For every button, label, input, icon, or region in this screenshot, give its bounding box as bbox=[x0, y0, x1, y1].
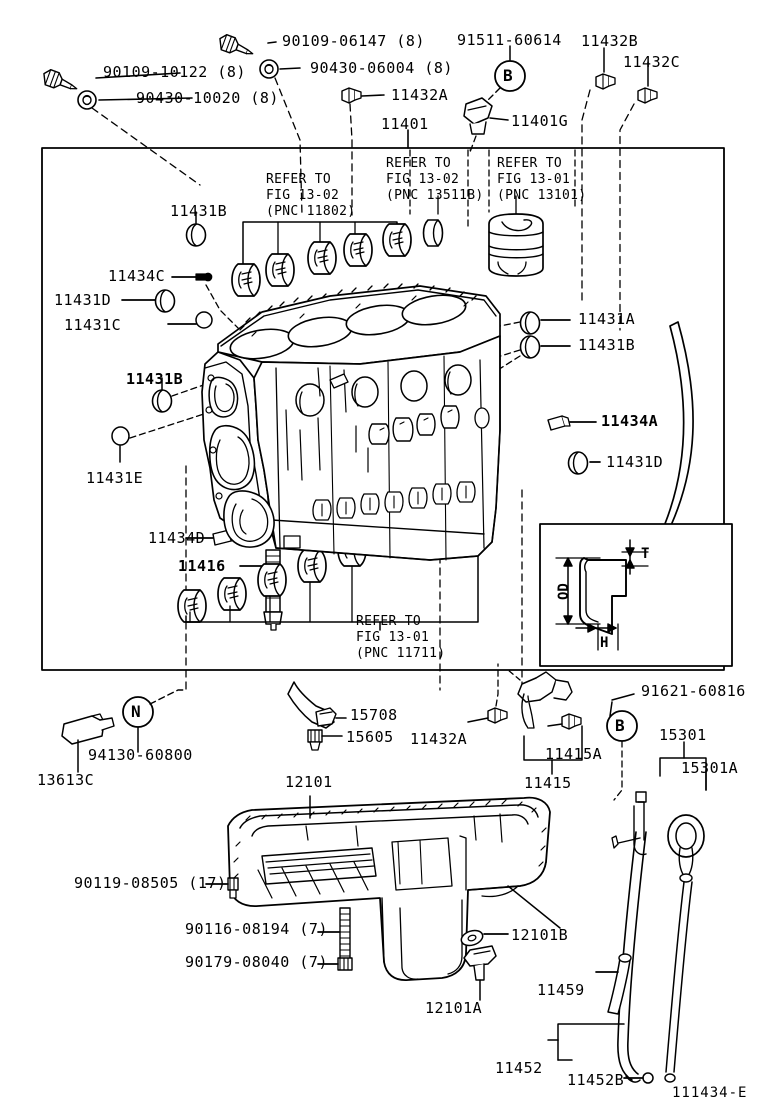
part-label-90430-06004: 90430-06004 (8) bbox=[310, 59, 453, 77]
reference-block-13101-line3: (PNC 13101) bbox=[497, 188, 587, 203]
reference-block-11711-line1: REFER TO bbox=[356, 614, 422, 629]
part-label-15301: 15301 bbox=[659, 726, 707, 744]
part-label-11432b: 11432B bbox=[581, 32, 639, 50]
reference-block-11711-line2: FIG 13-01 bbox=[356, 630, 430, 645]
part-label-11431b-1: 11431B bbox=[170, 202, 228, 220]
callout-marker-b-top: B bbox=[503, 66, 514, 85]
part-label-11432c: 11432C bbox=[623, 53, 681, 71]
callout-marker-b-bottom: B bbox=[615, 716, 626, 735]
part-label-94130-60800: 94130-60800 bbox=[88, 746, 193, 764]
part-label-11416: 11416 bbox=[178, 557, 226, 575]
part-label-90109-10122: 90109-10122 (8) bbox=[103, 63, 246, 81]
reference-block-11802-line3: (PNC 11802) bbox=[266, 204, 356, 219]
part-label-15708: 15708 bbox=[350, 706, 398, 724]
part-label-11452b: 11452B bbox=[567, 1071, 625, 1089]
part-label-15605: 15605 bbox=[346, 728, 394, 746]
part-label-11415: 11415 bbox=[524, 774, 572, 792]
reference-block-13101-line2: FIG 13-01 bbox=[497, 172, 571, 187]
reference-block-11802-line2: FIG 13-02 bbox=[266, 188, 340, 203]
detail-dimension-t: T bbox=[641, 546, 650, 562]
part-label-11401g: 11401G bbox=[511, 112, 569, 130]
detail-dimension-od: OD bbox=[556, 583, 572, 600]
part-label-11434d: 11434D bbox=[148, 529, 206, 547]
part-label-11431e: 11431E bbox=[86, 469, 144, 487]
part-label-90116-08194: 90116-08194 (7) bbox=[185, 920, 328, 938]
part-label-11432a-top: 11432A bbox=[391, 86, 449, 104]
part-label-90119-08505: 90119-08505 (17) bbox=[74, 874, 227, 892]
reference-block-13511b-line3: (PNC 13511B) bbox=[386, 188, 484, 203]
part-label-11431b-2: 11431B bbox=[126, 370, 184, 388]
part-label-15301a: 15301A bbox=[681, 759, 739, 777]
reference-block-13511b-line2: FIG 13-02 bbox=[386, 172, 460, 187]
part-label-11431c: 11431C bbox=[64, 316, 122, 334]
part-label-11432a-bottom: 11432A bbox=[410, 730, 468, 748]
part-label-90430-10020: 90430-10020 (8) bbox=[136, 89, 279, 107]
reference-block-13101-line1: REFER TO bbox=[497, 156, 563, 171]
callout-marker-n: N bbox=[131, 702, 142, 721]
part-label-11459: 11459 bbox=[537, 981, 585, 999]
part-label-11452: 11452 bbox=[495, 1059, 543, 1077]
part-label-91621-60816: 91621-60816 bbox=[641, 682, 746, 700]
part-label-12101a: 12101A bbox=[425, 999, 483, 1017]
part-label-11415a: 11415A bbox=[545, 745, 603, 763]
part-label-11434a: 11434A bbox=[601, 412, 659, 430]
part-label-12101: 12101 bbox=[285, 773, 333, 791]
part-label-91511-60614: 91511-60614 bbox=[457, 31, 562, 49]
detail-dimension-h: H bbox=[600, 635, 609, 651]
reference-block-13511b-line1: REFER TO bbox=[386, 156, 452, 171]
part-label-90179-08040: 90179-08040 (7) bbox=[185, 953, 328, 971]
reference-block-11802-line1: REFER TO bbox=[266, 172, 332, 187]
diagram-footer-code: 111434-E bbox=[672, 1085, 748, 1101]
part-label-13613c: 13613C bbox=[37, 771, 95, 789]
part-label-12101b: 12101B bbox=[511, 926, 569, 944]
part-label-11434c: 11434C bbox=[108, 267, 166, 285]
part-label-11431d-1: 11431D bbox=[54, 291, 112, 309]
part-label-11431b-3: 11431B bbox=[578, 336, 636, 354]
reference-block-11711-line3: (PNC 11711) bbox=[356, 646, 446, 661]
part-label-11431a: 11431A bbox=[578, 310, 636, 328]
part-label-11431d-2: 11431D bbox=[606, 453, 664, 471]
part-label-11401: 11401 bbox=[381, 115, 429, 133]
part-label-90109-06147: 90109-06147 (8) bbox=[282, 32, 425, 50]
